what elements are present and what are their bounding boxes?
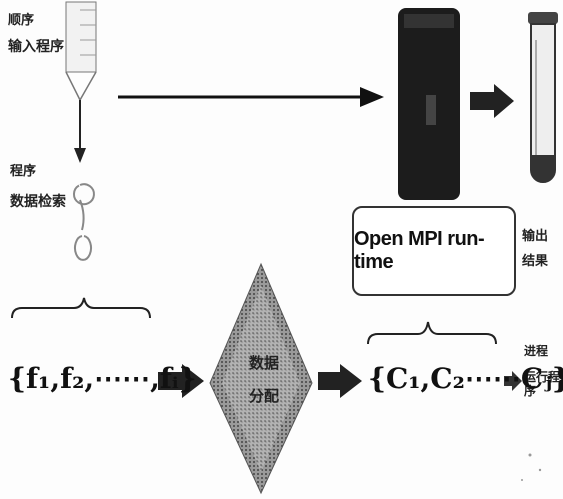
input-funnel-icon bbox=[66, 2, 96, 100]
block-arrow-right-top bbox=[470, 84, 514, 118]
left-brace bbox=[12, 298, 150, 318]
label-right-line1: 进程 bbox=[524, 345, 563, 359]
label-diamond-line2: 分配 bbox=[244, 388, 284, 405]
label-input-top-line1: 顺序 bbox=[8, 14, 68, 29]
block-arrow-middle-2 bbox=[318, 364, 362, 398]
open-mpi-runtime-label: Open MPI run-time bbox=[354, 228, 514, 274]
label-input-top-line2: 输入程序 bbox=[8, 39, 68, 55]
label-diamond: 数据 分配 bbox=[244, 355, 284, 406]
speckle-noise bbox=[521, 454, 541, 482]
down-arrow bbox=[74, 100, 86, 163]
spiral-icon bbox=[74, 184, 94, 260]
label-tube-line2: 结果 bbox=[522, 255, 562, 270]
server-tower-icon bbox=[398, 8, 460, 200]
label-input-top: 顺序 输入程序 bbox=[8, 14, 68, 55]
open-mpi-runtime-box: Open MPI run-time bbox=[352, 206, 516, 296]
label-tube-line1: 输出 bbox=[522, 230, 562, 245]
label-diamond-line1: 数据 bbox=[244, 355, 284, 372]
c-set-label: {C₁,C₂⋯⋯Cⱼ} bbox=[368, 362, 563, 395]
f-set-label: {f₁,f₂,⋯⋯,fᵢ} bbox=[8, 362, 197, 395]
right-brace bbox=[368, 322, 496, 344]
test-tube-icon bbox=[528, 12, 558, 182]
label-middle-left: 程序 数据检索 bbox=[10, 165, 70, 210]
label-middle-left-line1: 程序 bbox=[10, 165, 70, 180]
label-middle-left-line2: 数据检索 bbox=[10, 194, 70, 210]
label-tube: 输出 结果 bbox=[522, 230, 562, 270]
top-long-arrow bbox=[118, 87, 384, 107]
